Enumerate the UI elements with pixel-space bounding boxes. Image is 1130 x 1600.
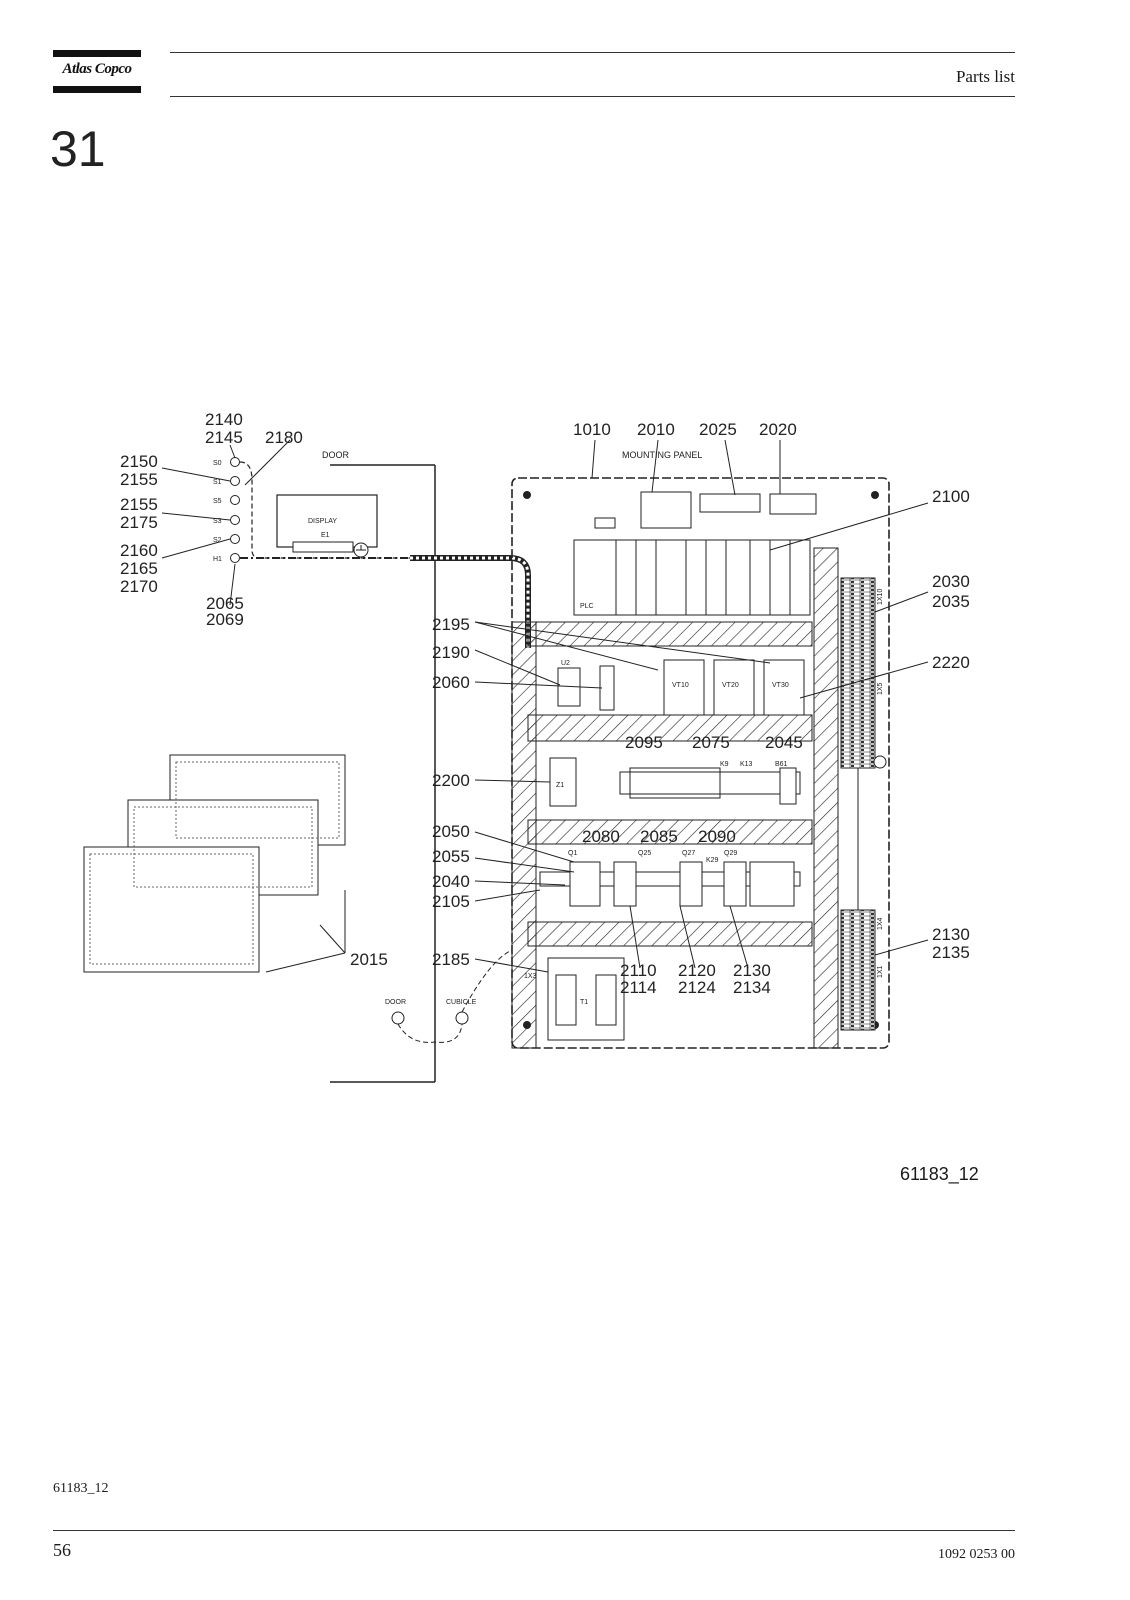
door-components: DOOR S0 S1 S5 S3 S2 H1 DISPLAY E1 [213,450,531,1083]
brand-wordmark: Atlas Copco [62,61,132,77]
vt30-label: VT30 [772,682,789,689]
callout-2020: 2020 [759,420,797,439]
callout-2220: 2220 [932,653,970,672]
figure-reference: 61183_12 [900,1164,979,1184]
callout-2124: 2124 [678,978,716,997]
x4-label: 1X4 [877,917,884,930]
callout-2200: 2200 [432,771,470,790]
callout-2165: 2165 [120,559,158,578]
s3-label: S3 [213,518,222,525]
callout-2069: 2069 [206,610,244,629]
atlas-copco-logo: Atlas Copco [53,50,141,94]
s1-label: S1 [213,479,222,486]
callout-2145: 2145 [205,428,243,447]
callout-2035: 2035 [932,592,970,611]
callout-2114: 2114 [620,978,657,997]
s0-label: S0 [213,460,222,467]
callout-2150: 2150 [120,452,158,471]
vt10-label: VT10 [672,682,689,689]
callout-2110: 2110 [620,961,657,980]
callout-2095: 2095 [625,733,663,752]
x3-label: 1X3 [524,973,537,980]
callout-2090: 2090 [698,827,736,846]
callout-2040: 2040 [432,872,470,891]
k29-label: K29 [706,857,719,864]
callout-2085: 2085 [640,827,678,846]
callout-2015: 2015 [350,950,388,969]
u2-label: U2 [561,660,570,667]
callout-2195: 2195 [432,615,470,634]
e1-label: E1 [321,532,330,539]
electrical-cubicle-drawing: DOOR S0 S1 S5 S3 S2 H1 DISPLAY E1 MOUNTI [83,410,970,1083]
page-number: 56 [53,1540,71,1560]
leader-lines [161,439,929,973]
header-title: Parts list [955,67,1015,86]
callout-2065: 2065 [206,594,244,613]
x5-label: 1X5 [877,682,884,695]
door-ground-label: DOOR [385,999,406,1006]
header-top-rule [170,52,1015,53]
callout-2135: 2135 [932,943,970,962]
callout-2130-b: 2130 [932,925,970,944]
document-number: 1092 0253 00 [938,1547,1015,1562]
callout-2045: 2045 [765,733,803,752]
callout-2080: 2080 [582,827,620,846]
callout-2120: 2120 [678,961,716,980]
q27-label: Q27 [682,850,695,857]
cubicle: MOUNTING PANEL PLC 1X10 1X5 1X4 1X1 [385,450,890,1049]
callout-2050: 2050 [432,822,470,841]
callout-2180: 2180 [265,428,303,447]
footer-reference: 61183_12 [53,1481,109,1496]
b61-label: B61 [775,761,788,768]
plc-label: PLC [580,603,594,610]
callout-2155-b: 2155 [120,495,158,514]
vt20-label: VT20 [722,682,739,689]
wiring-diagram-sheets [83,754,346,973]
callout-2134: 2134 [733,978,771,997]
callout-2170: 2170 [120,577,158,596]
callout-2105: 2105 [432,892,470,911]
cubicle-ground-label: CUBICLE [446,999,477,1006]
header-bottom-rule [170,96,1015,97]
callout-2155: 2155 [120,470,158,489]
callout-2130: 2130 [733,961,771,980]
callout-2025: 2025 [699,420,737,439]
k9-label: K9 [720,761,729,768]
door-label: DOOR [322,450,350,460]
x10-label: 1X10 [877,589,884,605]
q25-label: Q25 [638,850,651,857]
callout-1010: 1010 [573,420,611,439]
k13-label: K13 [740,761,753,768]
q29-label: Q29 [724,850,737,857]
callout-2185: 2185 [432,950,470,969]
callout-2060: 2060 [432,673,470,692]
callout-2190: 2190 [432,643,470,662]
callout-2010: 2010 [637,420,675,439]
callout-2175: 2175 [120,513,158,532]
callout-2140: 2140 [205,410,243,429]
callout-2160: 2160 [120,541,158,560]
t1-label: T1 [580,999,588,1006]
footer-rule [53,1530,1015,1531]
s2-label: S2 [213,537,222,544]
callout-2030: 2030 [932,572,970,591]
section-number: 31 [50,121,106,177]
q1-label: Q1 [568,850,577,857]
x1-label: 1X1 [877,965,884,978]
h1-label: H1 [213,556,222,563]
callout-numbers: 2140 2145 2180 2150 2155 2155 2175 2160 … [120,410,970,997]
display-label: DISPLAY [308,518,337,525]
callout-2100: 2100 [932,487,970,506]
callout-2055: 2055 [432,847,470,866]
s5-label: S5 [213,498,222,505]
callout-2075: 2075 [692,733,730,752]
mounting-panel-label: MOUNTING PANEL [622,450,702,460]
z1-label: Z1 [556,782,564,789]
